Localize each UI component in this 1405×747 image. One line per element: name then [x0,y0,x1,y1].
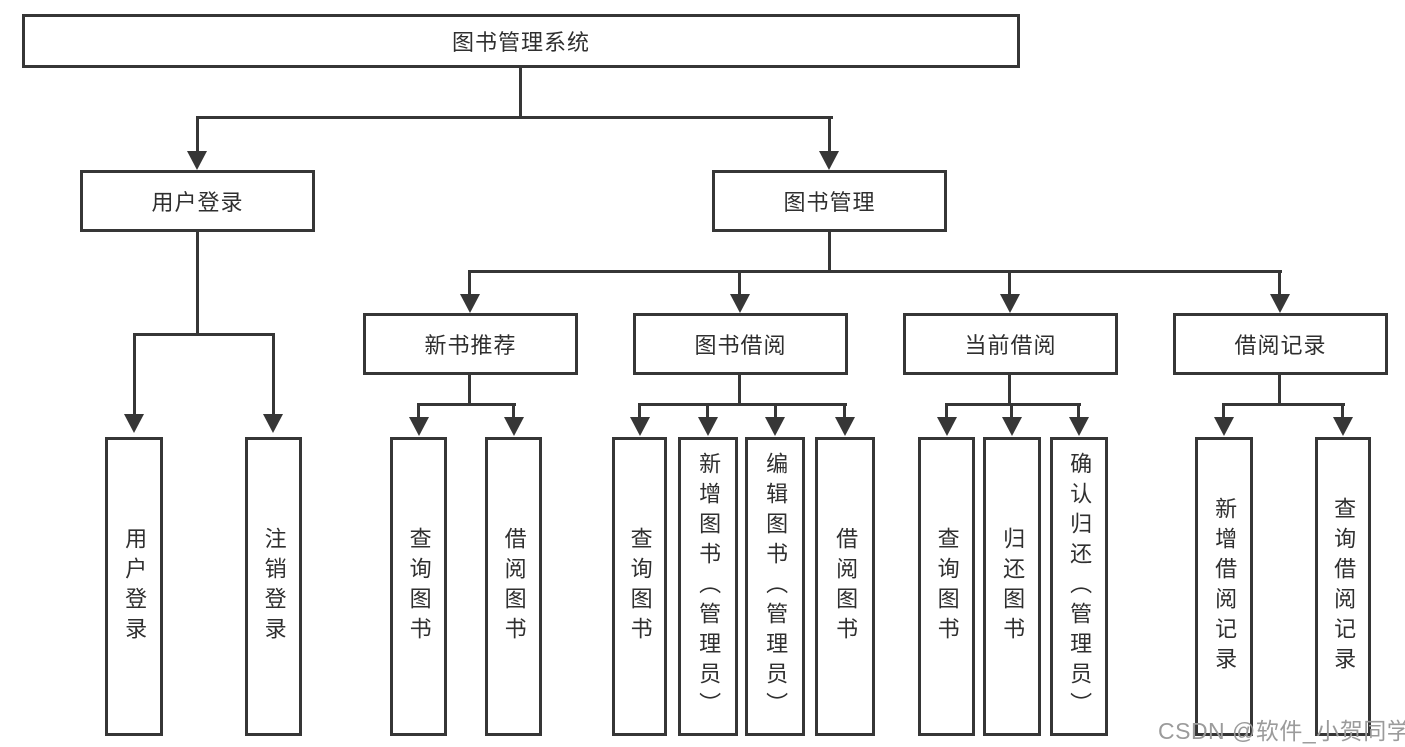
arrow-down-icon [1270,294,1290,313]
connector-leaf-drop [774,403,777,418]
connector-leaf-drop [706,403,709,418]
arrow-down-icon [1000,294,1020,313]
leaf-query-books-current: 查询图书 [918,437,975,736]
connector-user-login-stem [196,232,199,336]
arrow-down-icon [698,417,718,436]
connector-borrow-records-stem [1278,375,1281,406]
node-current-borrow: 当前借阅 [903,313,1118,375]
arrow-down-icon [730,294,750,313]
node-book-borrow: 图书借阅 [633,313,848,375]
node-library-management-system: 图书管理系统 [22,14,1020,68]
csdn-watermark: CSDN @软件_小贺同学 [1158,718,1405,744]
connector-root-branch [196,116,833,119]
leaf-user-login: 用户登录 [105,437,163,736]
connector-to-leaf-logout [272,333,275,414]
connector-book-borrow-branch [638,403,847,406]
node-borrow-records: 借阅记录 [1173,313,1388,375]
arrow-down-icon [187,151,207,170]
connector-new-book-branch [417,403,516,406]
arrow-down-icon [1069,417,1089,436]
leaf-borrow-books-recommend: 借阅图书 [485,437,542,736]
leaf-query-borrow-record: 查询借阅记录 [1315,437,1371,736]
connector-to-borrow-records [1278,270,1281,296]
leaf-query-books-recommend: 查询图书 [390,437,447,736]
connector-current-borrow-stem [1008,375,1011,406]
connector-root-stem [519,67,522,118]
connector-leaf-drop [417,403,420,418]
leaf-add-borrow-record: 新增借阅记录 [1195,437,1253,736]
connector-to-new-book-recommend [468,270,471,296]
arrow-down-icon [1333,417,1353,436]
connector-book-mgmt-branch [468,270,1282,273]
connector-to-leaf-user-login [133,333,136,414]
leaf-confirm-return-admin: 确认归还（管理员） [1050,437,1108,736]
arrow-down-icon [1214,417,1234,436]
connector-book-borrow-stem [738,375,741,406]
arrow-down-icon [504,417,524,436]
connector-leaf-drop [945,403,948,418]
connector-book-mgmt-stem [828,232,831,273]
connector-to-current-borrow [1008,270,1011,296]
connector-borrow-records-branch [1222,403,1345,406]
connector-user-login-branch [133,333,275,336]
arrow-down-icon [937,417,957,436]
arrow-down-icon [819,151,839,170]
arrow-down-icon [630,417,650,436]
node-new-book-recommend: 新书推荐 [363,313,578,375]
connector-leaf-drop [1077,403,1080,418]
leaf-edit-books-admin: 编辑图书（管理员） [745,437,805,736]
connector-to-book-management [828,116,831,153]
arrow-down-icon [835,417,855,436]
arrow-down-icon [460,294,480,313]
leaf-borrow-books: 借阅图书 [815,437,875,736]
arrow-down-icon [765,417,785,436]
connector-to-book-borrow [738,270,741,296]
connector-leaf-drop [638,403,641,418]
connector-leaf-drop [843,403,846,418]
arrow-down-icon [263,414,283,433]
connector-new-book-stem [468,375,471,406]
connector-leaf-drop [1341,403,1344,418]
leaf-return-books: 归还图书 [983,437,1041,736]
arrow-down-icon [1002,417,1022,436]
connector-leaf-drop [1010,403,1013,418]
connector-current-borrow-branch [945,403,1081,406]
leaf-logout: 注销登录 [245,437,302,736]
node-book-management: 图书管理 [712,170,947,232]
arrow-down-icon [124,414,144,433]
connector-leaf-drop [512,403,515,418]
leaf-add-books-admin: 新增图书（管理员） [678,437,738,736]
connector-to-user-login [196,116,199,153]
connector-leaf-drop [1222,403,1225,418]
arrow-down-icon [409,417,429,436]
node-user-login: 用户登录 [80,170,315,232]
leaf-query-books-borrow: 查询图书 [612,437,667,736]
